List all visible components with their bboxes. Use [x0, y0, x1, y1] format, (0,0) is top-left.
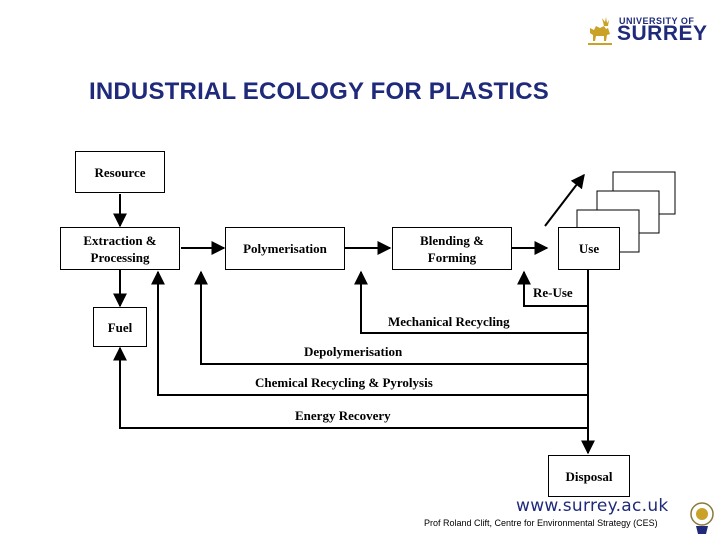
footer-credit: Prof Roland Clift, Centre for Environmen… [424, 518, 658, 528]
label-mechanical: Mechanical Recycling [388, 314, 510, 329]
flow-mechanical [354, 270, 588, 334]
box-polymerisation: Polymerisation [225, 227, 345, 270]
label-depolymerisation: Depolymerisation [304, 344, 403, 359]
box-fuel: Fuel [93, 307, 147, 347]
box-resource: Resource [75, 151, 165, 193]
flow-reuse [517, 270, 588, 307]
flow-chemical [151, 270, 588, 396]
box-extraction: Extraction & Processing [60, 227, 180, 270]
footer-url[interactable]: www.surrey.ac.uk [516, 496, 669, 516]
box-disposal: Disposal [548, 455, 630, 497]
flow-energy [113, 346, 588, 429]
crest-icon [690, 502, 714, 534]
label-energy: Energy Recovery [295, 408, 391, 423]
box-use: Use [558, 227, 620, 270]
page-title: INDUSTRIAL ECOLOGY FOR PLASTICS [89, 78, 550, 105]
flow-depolymerisation [194, 270, 588, 365]
box-blending: Blending & Forming [392, 227, 512, 270]
stag-icon [588, 17, 612, 45]
logo-text-big: SURREY [617, 22, 708, 45]
university-logo [588, 17, 612, 45]
label-chemical: Chemical Recycling & Pyrolysis [255, 375, 433, 390]
label-reuse: Re-Use [533, 285, 573, 300]
arrow-use-outward [544, 173, 585, 227]
logo-text-small: UNIVERSITY OF [619, 16, 695, 26]
